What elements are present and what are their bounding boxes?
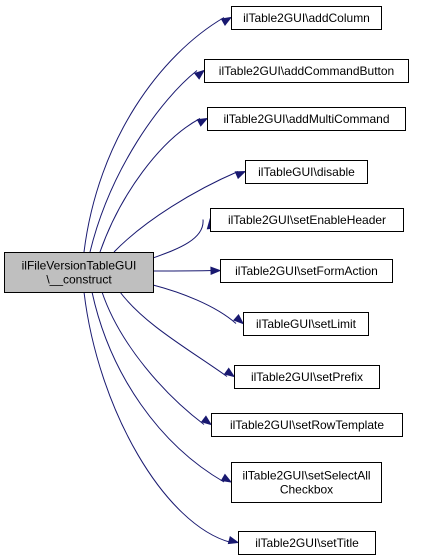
root-node-box [4,252,154,293]
node-label-line: ilTable2GUI\addMultiCommand [223,112,389,126]
callee-node-box [210,208,404,232]
call-edge [89,70,198,253]
arrowhead-icon [196,117,209,127]
callee-node-box [243,312,369,336]
call-edge [152,219,204,259]
node-label-line: ilTable2GUI\setPrefix [251,370,363,384]
node-label-line: ilTable2GUI\setFormAction [235,264,378,278]
call-edge [83,291,232,543]
callee-node-box [211,413,403,437]
call-edge [101,291,205,425]
node-label-line: ilTable2GUI\addColumn [243,11,370,25]
callee-node[interactable]: ilTable2GUI\setRowTemplate [211,413,403,437]
call-edge [91,291,225,483]
callee-node[interactable]: ilTable2GUI\addMultiCommand [207,107,406,131]
node-label-line: ilTable2GUI\addCommandButton [219,64,394,78]
callee-node[interactable]: ilTable2GUI\setTitle [238,531,376,555]
callee-node[interactable]: ilTable2GUI\setFormAction [220,259,393,283]
call-nodes: ilFileVersionTableGUI\__construct ilTable… [4,6,409,555]
callee-node[interactable]: ilTable2GUI\addColumn [231,6,382,30]
callee-node[interactable]: ilTableGUI\disable [245,160,368,184]
callee-node-box [220,259,393,283]
node-label-line: ilTable2GUI\setEnableHeader [228,213,386,227]
arrowhead-icon [210,266,222,275]
call-edge [83,17,225,253]
node-label-line: ilTable2GUI\setTitle [255,536,359,550]
node-label-line: \__construct [46,273,112,287]
callee-node-box [207,107,406,131]
callee-node-box [234,365,380,389]
node-label-line: ilFileVersionTableGUI [22,259,137,273]
callee-node[interactable]: ilTableGUI\setLimit [243,312,369,336]
arrowhead-icon [193,69,206,80]
arrowhead-icon [200,415,213,426]
call-edge [99,118,201,253]
callee-node-box [231,6,382,30]
call-edge [152,284,237,324]
arrowhead-icon [227,535,240,545]
root-node[interactable]: ilFileVersionTableGUI\__construct [4,252,154,293]
callee-node-box [204,59,409,83]
call-edge [119,291,228,377]
arrowhead-icon [234,170,247,180]
callee-node[interactable]: ilTable2GUI\addCommandButton [204,59,409,83]
callee-node-box [231,462,382,503]
call-edge [152,270,214,272]
arrowhead-icon [220,16,233,26]
node-label-line: Checkbox [280,483,333,497]
callee-node[interactable]: ilTable2GUI\setPrefix [234,365,380,389]
arrowhead-icon [220,473,233,483]
arrowhead-icon [223,367,236,378]
node-label-line: ilTable2GUI\setSelectAll [242,469,370,483]
call-edges [83,16,247,545]
node-label-line: ilTableGUI\setLimit [256,317,357,331]
arrowhead-icon [233,314,245,325]
callee-node-box [238,531,376,555]
callee-node-box [245,160,368,184]
callee-node[interactable]: ilTable2GUI\setEnableHeader [210,208,404,232]
node-label-line: ilTable2GUI\setRowTemplate [230,418,384,432]
node-label-line: ilTableGUI\disable [258,165,355,179]
call-edge [113,171,239,253]
